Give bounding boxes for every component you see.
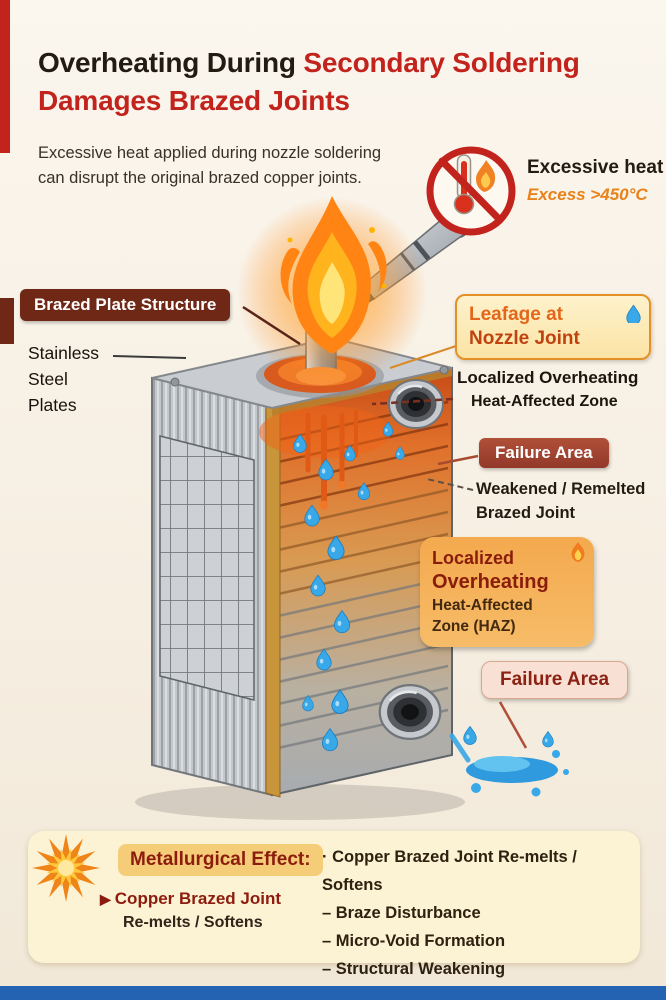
list-item: · Copper Brazed Joint Re-melts / Softens — [322, 848, 577, 894]
metallurgical-effect-heading: Metallurgical Effect: — [118, 844, 323, 876]
metallurgical-effect-panel: Metallurgical Effect: ▶Copper Brazed Joi… — [28, 831, 640, 978]
page-title: Overheating During Secondary Soldering D… — [38, 44, 618, 120]
left-edge-accent-bar — [0, 298, 14, 344]
footer-effect-list: · Copper Brazed Joint Re-melts / Softens… — [322, 843, 640, 983]
bottom-accent-bar — [0, 986, 666, 1000]
localized-overheating-label: Localized Overheating — [457, 368, 639, 387]
water-puddle-graphic — [449, 725, 569, 797]
brazed-plate-structure-badge: Brazed Plate Structure — [20, 289, 231, 321]
braze-edge-strip — [265, 402, 281, 798]
excessive-heat-prohibition-icon — [426, 146, 516, 236]
triangle-bullet-icon: ▶ — [100, 891, 111, 907]
stainless-steel-plates-label: Stainless Steel Plates — [28, 343, 100, 415]
failure-area-badge-top: Failure Area — [479, 438, 609, 468]
weakened-remelted-label: Weakened / Remelted Brazed Joint — [476, 480, 646, 522]
localized-overheating-haz-badge: Localized Overheating Heat-Affected Zone… — [420, 537, 594, 647]
excess-temperature-value: Excess >450°C — [527, 185, 648, 204]
ground-shadow — [135, 784, 465, 820]
port-bottom — [378, 683, 442, 741]
list-item: – Structural Weakening — [322, 960, 506, 978]
starburst-icon — [32, 834, 100, 902]
plate-grid-cutaway — [159, 435, 255, 701]
molten-drips-graphic — [259, 406, 391, 510]
leader-lines — [112, 305, 528, 749]
leakage-at-nozzle-joint-badge: Leafage at Nozzle Joint — [455, 294, 651, 360]
title-line2: Damages Brazed Joints — [38, 85, 350, 116]
top-left-accent-bar — [0, 0, 10, 153]
title-black-part: Overheating During — [38, 47, 304, 78]
droplet-icon — [626, 304, 641, 328]
port-top — [388, 379, 444, 429]
list-item: – Braze Disturbance — [322, 904, 481, 922]
heat-exchanger-body — [151, 324, 453, 798]
heat-affected-zone-label: Heat-Affected Zone — [471, 393, 618, 410]
failure-area-badge-bottom: Failure Area — [481, 661, 629, 699]
footer-left-item: ▶Copper Brazed Joint — [100, 889, 282, 908]
title-red-part: Secondary Soldering — [303, 47, 580, 78]
small-flame-icon — [568, 541, 588, 568]
footer-left-item-line2: Re-melts / Softens — [123, 914, 263, 931]
subtitle: Excessive heat applied during nozzle sol… — [38, 144, 382, 187]
excessive-heat-label: Excessive heat — [527, 157, 664, 178]
flame-icon — [237, 196, 427, 387]
list-item: – Micro-Void Formation — [322, 932, 506, 950]
